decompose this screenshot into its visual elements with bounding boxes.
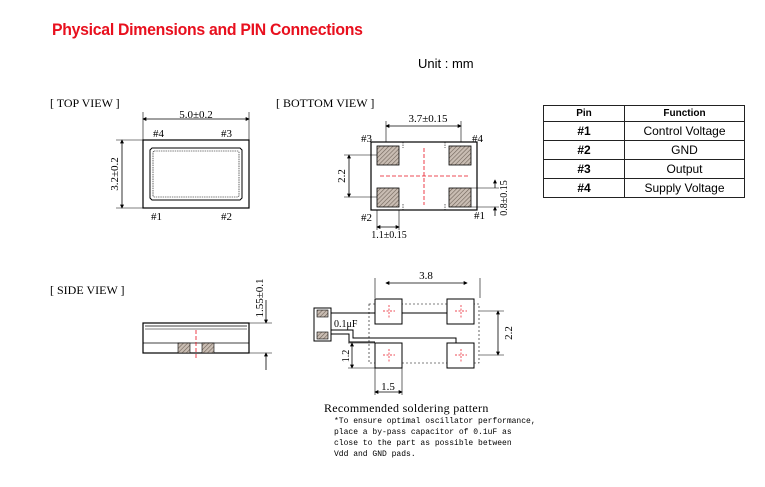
bottom-view: 3.7±0.15 2.2 0.8±0.15 1.1±0.15 #3 # bbox=[336, 113, 510, 241]
solder-pad-width-dim: 1.5 bbox=[381, 381, 395, 393]
pin-cell: #2 bbox=[543, 140, 625, 160]
page-title: Physical Dimensions and PIN Connections bbox=[52, 20, 363, 39]
bottom-pad-dim: 0.8±0.15 bbox=[499, 180, 510, 216]
top-pin2-label: #2 bbox=[221, 211, 232, 223]
top-view-label: [ TOP VIEW ] bbox=[50, 96, 120, 110]
function-cell: GND bbox=[624, 140, 745, 160]
bottom-width-dim: 3.7±0.15 bbox=[408, 113, 448, 125]
soldering-pattern: 3.8 0.1μF 2.2 1.2 bbox=[313, 270, 515, 395]
pin-cell: #1 bbox=[543, 121, 625, 141]
pin-cell: #4 bbox=[543, 178, 625, 198]
pin-function-table: Pin Function #1 Control Voltage #2 GND #… bbox=[543, 105, 745, 198]
solder-width-dim: 3.8 bbox=[419, 270, 433, 282]
table-row: #3 Output bbox=[543, 159, 745, 179]
note-line: *To ensure optimal oscillator performanc… bbox=[334, 417, 536, 426]
side-view: 1.55±0.1 bbox=[142, 278, 272, 370]
unit-label: Unit : mm bbox=[418, 56, 474, 71]
bottom-pad-width-dim: 1.1±0.15 bbox=[371, 230, 407, 241]
bottom-pin1-label: #1 bbox=[474, 210, 485, 222]
bottom-pin2-label: #2 bbox=[361, 212, 372, 224]
bottom-view-label: [ BOTTOM VIEW ] bbox=[276, 96, 375, 110]
side-height-dim: 1.55±0.1 bbox=[254, 278, 266, 317]
top-view: 5.0±0.2 3.2±0.2 #4 #3 #1 #2 bbox=[109, 109, 250, 223]
table-row: #2 GND bbox=[543, 140, 745, 160]
pin-cell: #3 bbox=[543, 159, 625, 179]
bottom-height-dim: 2.2 bbox=[336, 169, 348, 183]
top-height-dim: 3.2±0.2 bbox=[109, 157, 121, 191]
note-line: Vdd and GND pads. bbox=[334, 450, 416, 459]
note-line: place a by-pass capacitor of 0.1uF as bbox=[334, 428, 512, 437]
soldering-title: Recommended soldering pattern bbox=[324, 401, 489, 415]
pin-column-header: Pin bbox=[543, 105, 625, 122]
top-pin1-label: #1 bbox=[151, 211, 162, 223]
function-cell: Control Voltage bbox=[624, 121, 745, 141]
table-row: #4 Supply Voltage bbox=[543, 178, 745, 198]
top-pin3-label: #3 bbox=[221, 128, 233, 140]
table-row: #1 Control Voltage bbox=[543, 121, 745, 141]
function-cell: Supply Voltage bbox=[624, 178, 745, 198]
side-view-label: [ SIDE VIEW ] bbox=[50, 283, 125, 297]
soldering-note: *To ensure optimal oscillator performanc… bbox=[334, 416, 536, 460]
bottom-pin3-label: #3 bbox=[361, 133, 373, 145]
note-line: close to the part as possible between bbox=[334, 439, 512, 448]
bottom-pin4-label: #4 bbox=[472, 133, 484, 145]
table-header-row: Pin Function bbox=[543, 105, 745, 122]
top-width-dim: 5.0±0.2 bbox=[179, 109, 213, 121]
function-cell: Output bbox=[624, 159, 745, 179]
capacitor-label: 0.1μF bbox=[334, 319, 358, 330]
solder-height-dim: 2.2 bbox=[503, 326, 515, 340]
solder-pad-height-dim: 1.2 bbox=[341, 350, 352, 363]
function-column-header: Function bbox=[624, 105, 745, 122]
top-pin4-label: #4 bbox=[153, 128, 165, 140]
